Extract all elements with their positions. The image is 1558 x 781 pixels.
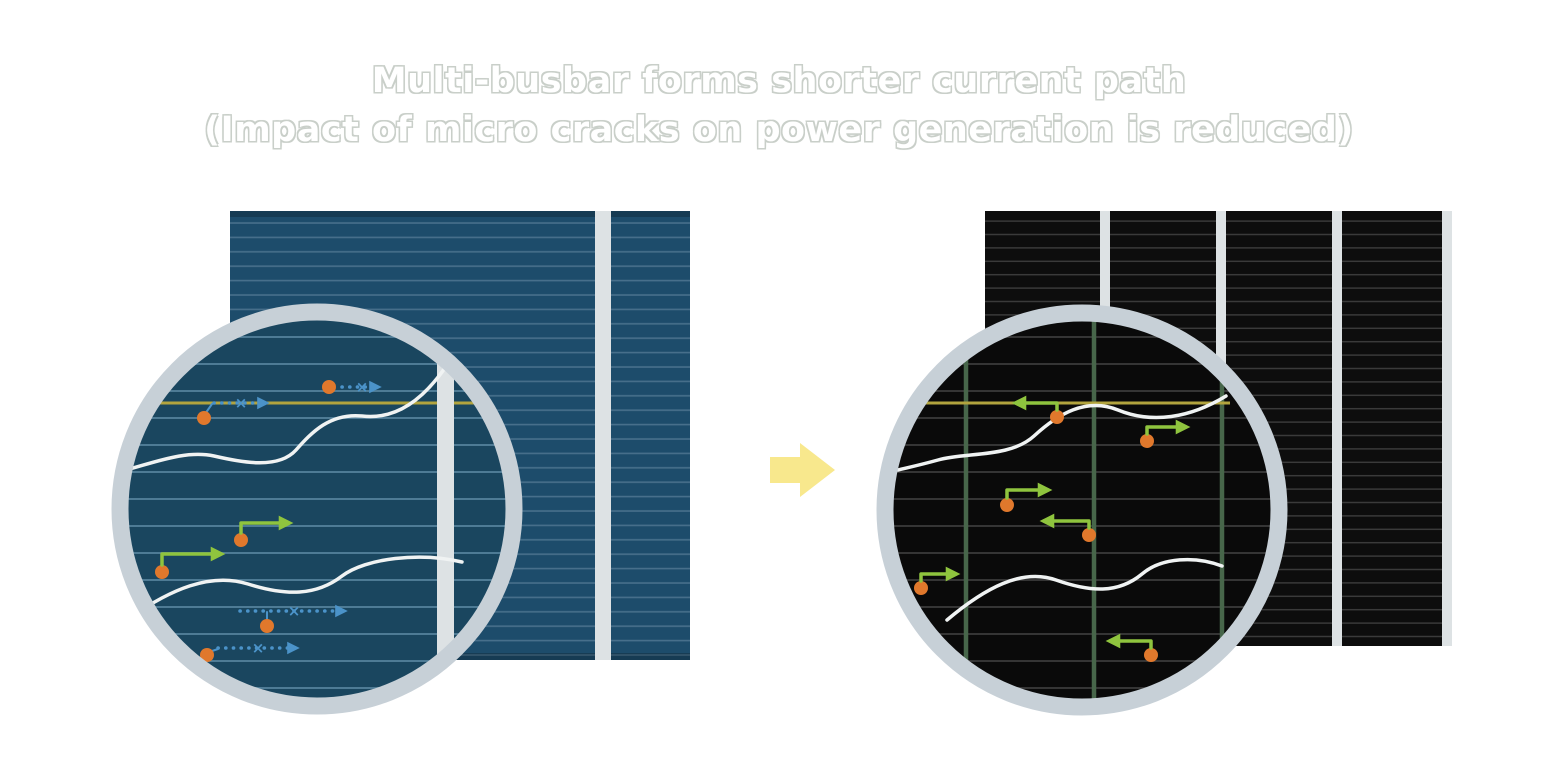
short-current-path [1000, 482, 1053, 512]
micro-crack-line [896, 394, 1228, 472]
green-arrow [1011, 395, 1059, 412]
electron-dot [1000, 498, 1014, 512]
electron-dot [1144, 648, 1158, 662]
micro-crack-line [129, 555, 464, 619]
electron-dot [197, 411, 211, 425]
short-current-path [914, 566, 961, 595]
multi-busbar-stripe-3 [1332, 211, 1342, 646]
current-path-green [234, 515, 294, 547]
right-arrow-icon [770, 443, 835, 497]
green-arrow [1039, 513, 1091, 530]
green-arrow [1145, 419, 1191, 436]
electron-dot [1050, 410, 1064, 424]
electron-dot [234, 533, 248, 547]
electron-dot [260, 619, 274, 633]
blocked-x-icon: × [288, 602, 301, 620]
green-arrow [1105, 633, 1153, 650]
electron-dot [200, 648, 214, 662]
electron-dot [322, 380, 336, 394]
blocked-x-icon: × [235, 394, 248, 412]
short-current-path [1011, 395, 1064, 424]
blocked-current-path: × [322, 378, 382, 396]
left-magnifier-view: × × × × [128, 320, 506, 698]
single-busbar-stripe [595, 211, 611, 660]
left-zoom-busbar [437, 320, 454, 698]
title-line-1: Multi-busbar forms shorter current path [371, 61, 1187, 101]
short-current-path [1039, 513, 1096, 542]
short-current-path [1105, 633, 1158, 662]
blocked-x-icon: × [356, 378, 369, 396]
blocked-current-path: × [197, 394, 270, 425]
blocked-current-path: × [200, 639, 300, 662]
electron-dot [1082, 528, 1096, 542]
left-magnifier-ring [111, 303, 523, 715]
blocked-x-icon: × [252, 639, 265, 657]
right-magnifier-ring [876, 304, 1288, 716]
electron-dot [1140, 434, 1154, 448]
title-line-2: (Impact of micro cracks on power generat… [204, 110, 1354, 150]
electron-dot [914, 581, 928, 595]
micro-crack-line [128, 360, 451, 472]
green-arrow [919, 566, 961, 583]
right-zoom-finger-lines [893, 321, 1271, 699]
short-current-path [1140, 419, 1191, 448]
green-arrow [160, 546, 226, 567]
green-arrow [1005, 482, 1053, 500]
current-path-green [155, 546, 226, 579]
green-arrow [239, 515, 294, 535]
blocked-current-path: × [238, 602, 348, 633]
right-magnifier-view [893, 321, 1271, 699]
multi-busbar-stripe-4 [1442, 211, 1452, 646]
electron-dot [155, 565, 169, 579]
micro-crack-line [945, 557, 1224, 622]
diagram-title: Multi-busbar forms shorter current path … [0, 57, 1558, 155]
single-busbar-cell-top-edge [230, 211, 690, 217]
